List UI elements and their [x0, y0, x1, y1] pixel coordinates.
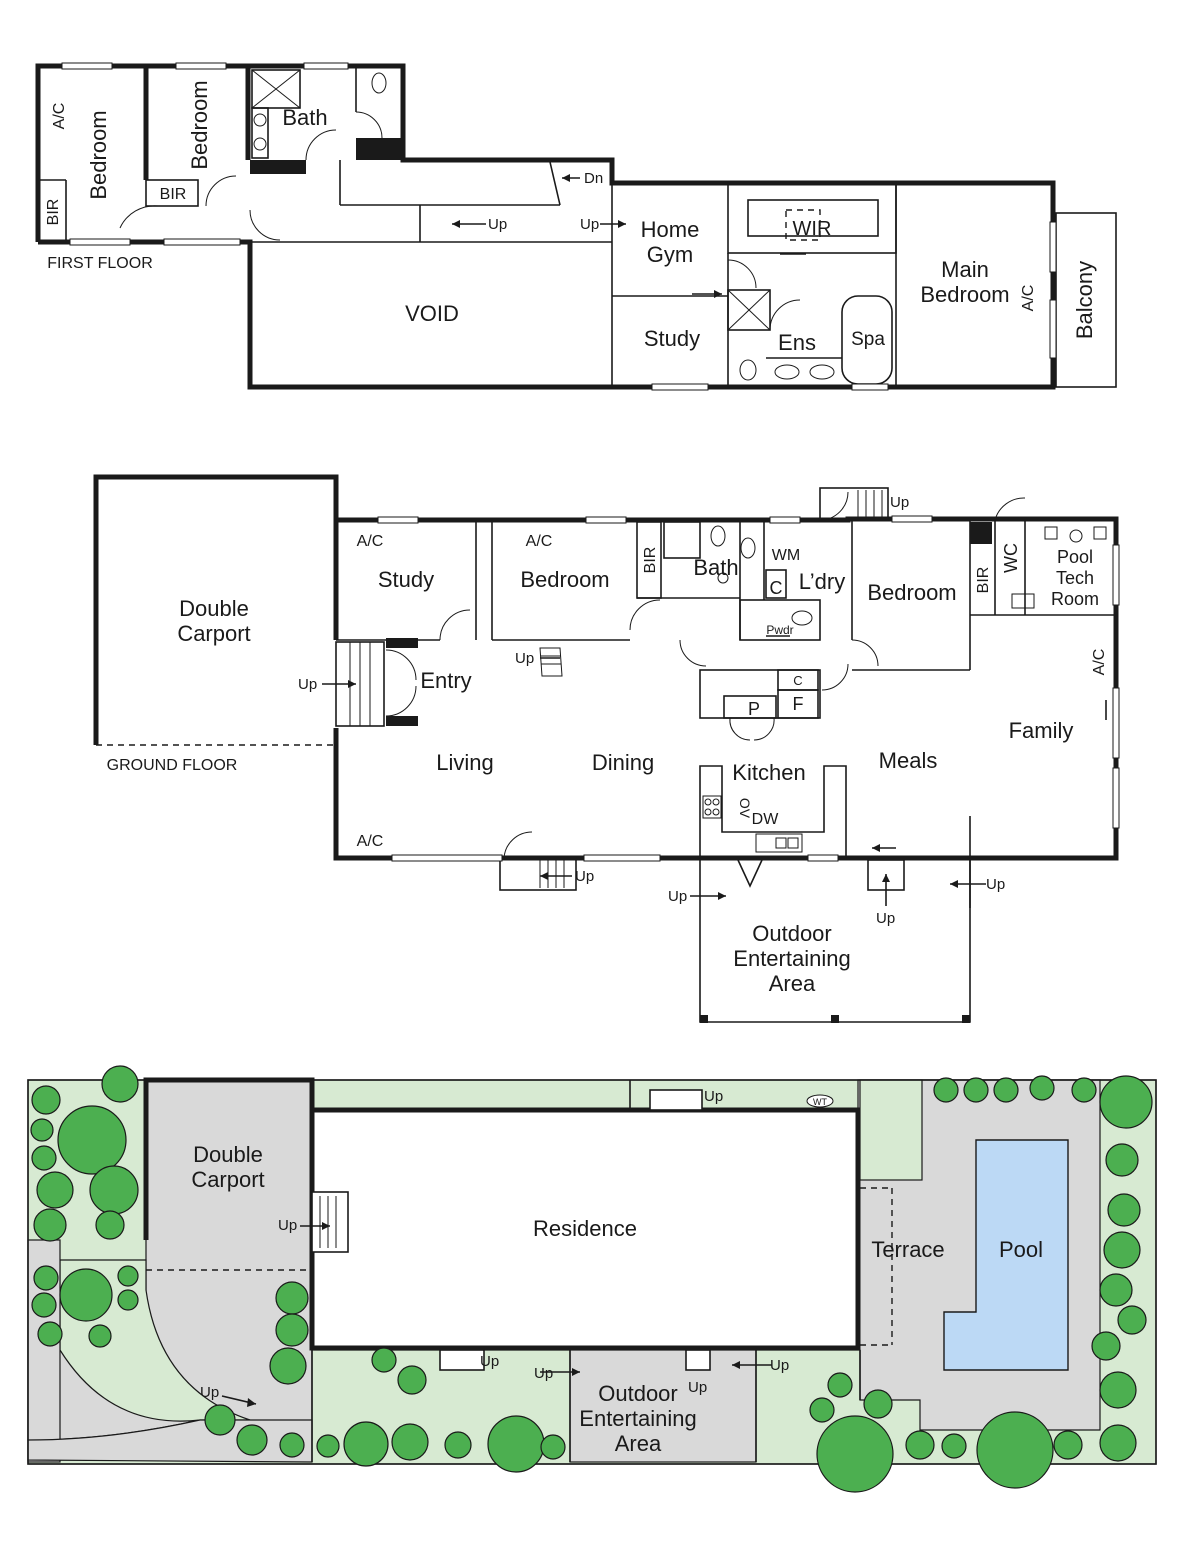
site-outdoor-label-3: Area [615, 1431, 662, 1456]
first-floor-plan: FIRST FLOOR Bedroom Bedroom Bath BIR BIR… [35, 62, 1117, 391]
pool-label: Pool [999, 1237, 1043, 1262]
gf-up-5: Up [668, 888, 687, 905]
wc-label: WC [1001, 543, 1021, 573]
stair-up-label-1: Up [488, 216, 507, 233]
dining-label: Dining [592, 750, 654, 775]
site-up-3: Up [480, 1353, 499, 1370]
first-floor-caption: FIRST FLOOR [47, 255, 153, 272]
site-up-4: Up [534, 1365, 553, 1382]
site-up-2: Up [704, 1088, 723, 1105]
meals-label: Meals [879, 748, 938, 773]
ground-floor-plan: GROUND FLOOR Double Carport A/C Study A/… [93, 474, 1120, 1023]
home-gym-label-1: Home [641, 217, 700, 242]
gf-up-1: Up [298, 676, 317, 693]
balcony-label: Balcony [1072, 261, 1097, 339]
bir-2-label: BIR [160, 186, 187, 203]
gf-up-2: Up [515, 650, 534, 667]
bir-1-label: BIR [642, 547, 659, 574]
living-label: Living [436, 750, 493, 775]
gf-up-7: Up [986, 876, 1005, 893]
kitchen-label: Kitchen [732, 760, 805, 785]
home-gym-label-2: Gym [647, 242, 693, 267]
bedroom-2-label: Bedroom [187, 80, 212, 169]
bath-label: Bath [282, 105, 327, 130]
spa-label: Spa [851, 329, 885, 350]
family-label: Family [1009, 718, 1074, 743]
ac-2-label: A/C [1020, 285, 1037, 312]
wm-label: WM [772, 547, 800, 564]
main-bedroom-label-2: Bedroom [920, 282, 1009, 307]
carport-label-1: Double [179, 596, 249, 621]
laundry-label: L’dry [799, 569, 845, 594]
ac-1-label: A/C [51, 103, 68, 130]
outdoor-label-2: Entertaining [733, 946, 850, 971]
ac-living-label: A/C [357, 833, 384, 850]
ground-floor-caption: GROUND FLOOR [107, 757, 238, 774]
ac-family-label: A/C [1091, 649, 1108, 676]
stair-up-label-2: Up [580, 216, 599, 233]
bedroom-2-label: Bedroom [867, 580, 956, 605]
bedroom-1-label: Bedroom [86, 110, 111, 199]
main-bedroom-label-1: Main [941, 257, 989, 282]
void-label: VOID [405, 301, 459, 326]
wt-label: WT [813, 1097, 827, 1107]
gf-up-6: Up [876, 910, 895, 927]
ac-bed-label: A/C [526, 533, 553, 550]
bir-1-label: BIR [45, 199, 62, 226]
entry-label: Entry [420, 668, 471, 693]
wir-label: WIR [793, 218, 832, 240]
c-1-label: C [770, 578, 783, 598]
ov-label: OV [737, 798, 753, 819]
carport-label-2: Carport [177, 621, 250, 646]
f-label: F [793, 694, 804, 714]
pool-tech-label-1: Pool [1057, 547, 1093, 567]
site-trees [30, 1065, 1153, 1493]
site-up-5: Up [688, 1379, 707, 1396]
dw-label: DW [752, 811, 780, 828]
ac-study-label: A/C [357, 533, 384, 550]
gf-up-4: Up [575, 868, 594, 885]
terrace-label: Terrace [871, 1237, 944, 1262]
outdoor-label-3: Area [769, 971, 816, 996]
site-carport-label-1: Double [193, 1142, 263, 1167]
bath-label: Bath [693, 555, 738, 580]
study-label: Study [378, 567, 434, 592]
ens-label: Ens [778, 330, 816, 355]
site-carport-label-2: Carport [191, 1167, 264, 1192]
p-label: P [748, 699, 760, 719]
study-label: Study [644, 326, 700, 351]
gf-up-3: Up [890, 494, 909, 511]
bir-2-label: BIR [975, 567, 992, 594]
site-up-7: Up [200, 1384, 219, 1401]
site-up-6: Up [770, 1357, 789, 1374]
outdoor-label-1: Outdoor [752, 921, 832, 946]
pool-tech-label-3: Room [1051, 589, 1099, 609]
site-plan: Double Carport Residence Terrace Pool Ou… [27, 1065, 1157, 1493]
site-outdoor-label-1: Outdoor [598, 1381, 678, 1406]
residence-label: Residence [533, 1216, 637, 1241]
c-2-label: C [793, 673, 802, 688]
site-outdoor-label-2: Entertaining [579, 1406, 696, 1431]
stair-dn-label: Dn [584, 170, 603, 187]
bedroom-1-label: Bedroom [520, 567, 609, 592]
pool-tech-label-2: Tech [1056, 568, 1094, 588]
pwdr-label: Pwdr [766, 623, 793, 637]
site-up-1: Up [278, 1217, 297, 1234]
